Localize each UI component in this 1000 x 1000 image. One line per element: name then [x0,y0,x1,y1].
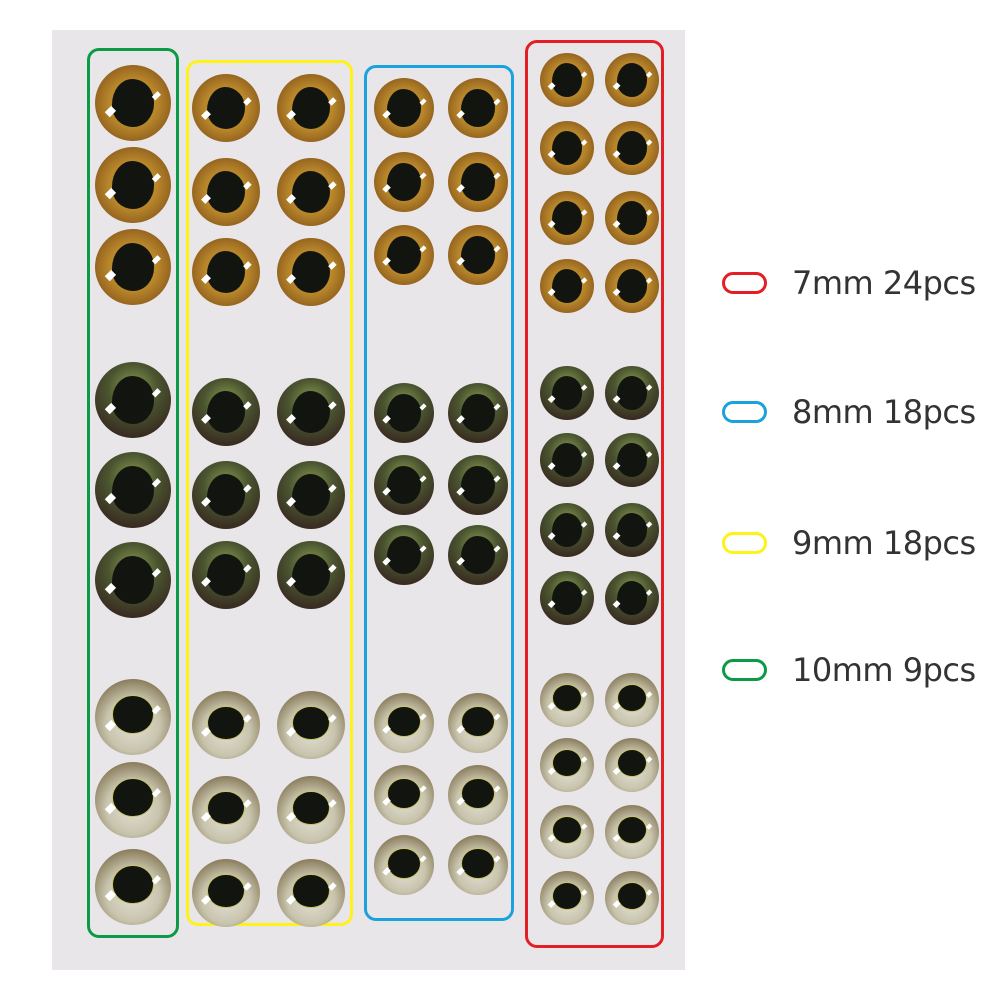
eye-sticker-8mm-pale [374,835,434,895]
group-10mm-outline [87,48,179,938]
eye-sticker-9mm-dark [277,461,345,529]
group-7mm-outline [525,40,664,948]
eye-sticker-7mm-pale [540,871,594,925]
eye-sticker-9mm-pale [192,776,260,844]
eye-sticker-8mm-pale [374,765,434,825]
eye-sticker-10mm-brown [95,147,171,223]
eye-sticker-9mm-dark [277,378,345,446]
eye-sticker-9mm-brown [277,74,345,142]
red-pill-icon [722,272,767,294]
eye-sticker-8mm-pale [374,693,434,753]
eye-sticker-8mm-brown [374,152,434,212]
eye-sticker-8mm-dark [448,383,508,443]
eye-sticker-8mm-brown [374,78,434,138]
eye-sticker-10mm-dark [95,452,171,528]
eye-sticker-9mm-brown [192,158,260,226]
eye-sticker-7mm-dark [605,503,659,557]
legend-item-9mm: 9mm 18pcs [722,523,976,563]
eye-sticker-9mm-dark [192,461,260,529]
eye-sticker-9mm-dark [192,378,260,446]
eye-sticker-9mm-dark [277,541,345,609]
eye-sticker-10mm-brown [95,229,171,305]
eye-sticker-9mm-brown [277,158,345,226]
eye-sticker-8mm-pale [448,693,508,753]
eye-sticker-10mm-pale [95,762,171,838]
eye-sticker-10mm-brown [95,65,171,141]
eye-sticker-7mm-brown [605,53,659,107]
eye-sticker-7mm-pale [605,673,659,727]
eye-sticker-8mm-brown [448,152,508,212]
legend-label: 9mm 18pcs [792,524,976,562]
eye-sticker-10mm-pale [95,679,171,755]
legend-label: 10mm 9pcs [792,651,976,689]
eye-sticker-7mm-dark [605,366,659,420]
legend-item-10mm: 10mm 9pcs [722,650,976,690]
eye-sticker-8mm-brown [374,225,434,285]
legend-label: 7mm 24pcs [792,264,976,302]
eye-sticker-8mm-dark [448,525,508,585]
legend-item-8mm: 8mm 18pcs [722,392,976,432]
eye-sticker-7mm-dark [605,433,659,487]
eye-sticker-7mm-brown [605,259,659,313]
green-pill-icon [722,659,767,681]
eye-sticker-8mm-brown [448,225,508,285]
yellow-pill-icon [722,532,767,554]
eye-sticker-7mm-brown [540,259,594,313]
eye-sticker-7mm-brown [540,191,594,245]
eye-sticker-9mm-brown [277,238,345,306]
eye-sticker-9mm-pale [192,691,260,759]
eye-sticker-7mm-brown [540,53,594,107]
blue-pill-icon [722,401,767,423]
eye-sticker-8mm-dark [374,525,434,585]
eye-sticker-10mm-pale [95,849,171,925]
eye-sticker-9mm-pale [192,859,260,927]
eye-sticker-7mm-pale [605,805,659,859]
eye-sticker-7mm-pale [540,805,594,859]
eye-sticker-9mm-brown [192,238,260,306]
eye-sticker-8mm-brown [448,78,508,138]
eye-sticker-8mm-pale [448,835,508,895]
eye-sticker-9mm-pale [277,859,345,927]
eye-sticker-7mm-dark [540,366,594,420]
eye-sticker-7mm-dark [605,571,659,625]
eye-sticker-10mm-dark [95,362,171,438]
eye-sticker-8mm-dark [374,383,434,443]
eye-sticker-7mm-pale [605,871,659,925]
eye-sticker-10mm-dark [95,542,171,618]
eye-sticker-7mm-dark [540,433,594,487]
eye-sticker-8mm-dark [374,455,434,515]
group-8mm-outline [364,65,514,921]
eye-sticker-7mm-brown [605,191,659,245]
eye-sticker-7mm-dark [540,571,594,625]
legend-item-7mm: 7mm 24pcs [722,263,976,303]
eye-sticker-9mm-brown [192,74,260,142]
group-9mm-outline [186,60,353,926]
eye-sticker-8mm-pale [448,765,508,825]
eye-sticker-7mm-brown [605,121,659,175]
eye-sticker-7mm-pale [605,738,659,792]
eye-sticker-8mm-dark [448,455,508,515]
eye-sticker-7mm-pale [540,673,594,727]
eye-sticker-7mm-brown [540,121,594,175]
eye-sticker-9mm-pale [277,776,345,844]
eye-sticker-7mm-pale [540,738,594,792]
legend-label: 8mm 18pcs [792,393,976,431]
eye-sticker-9mm-dark [192,541,260,609]
eye-sticker-9mm-pale [277,691,345,759]
eye-sticker-7mm-dark [540,503,594,557]
